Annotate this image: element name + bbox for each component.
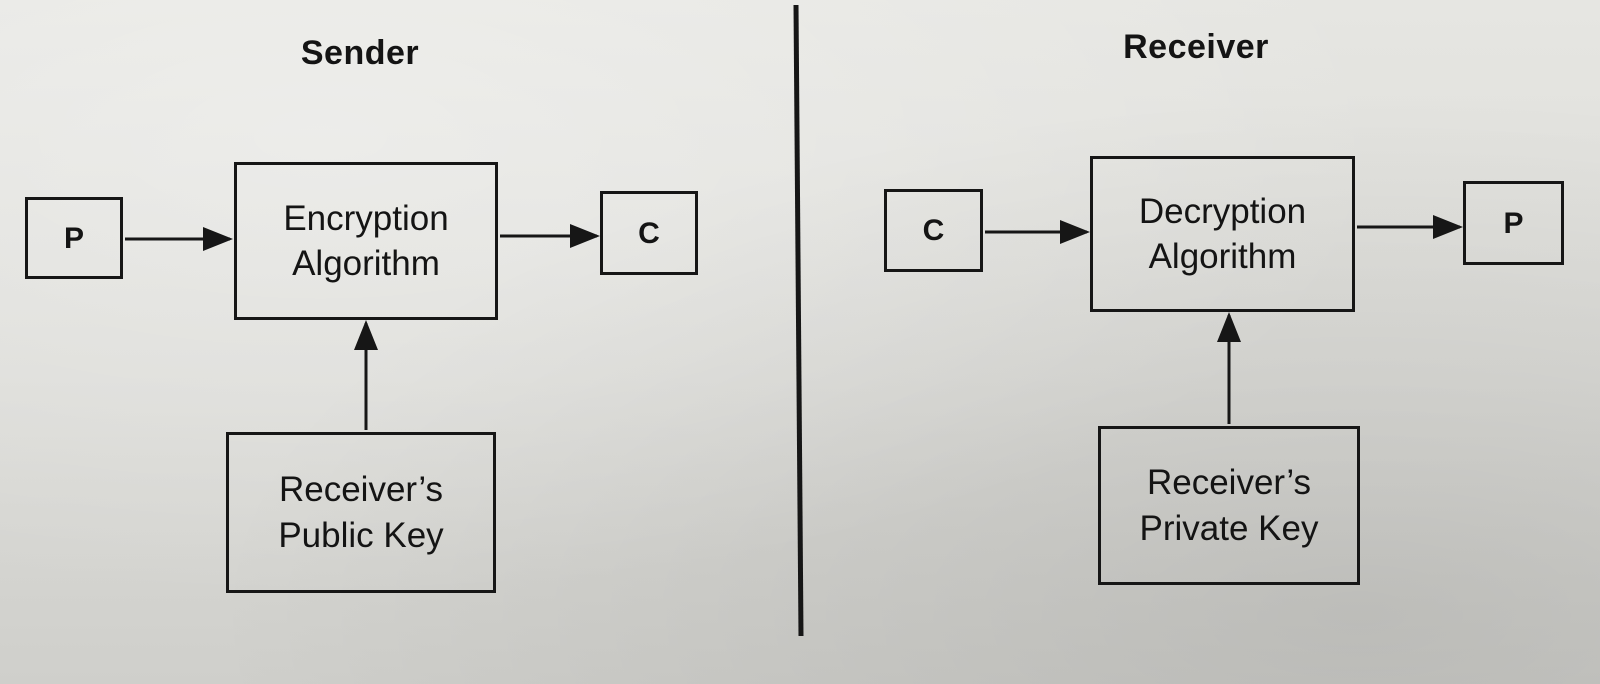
receiver-heading: Receiver — [1123, 28, 1269, 66]
sender-ciphertext-label: C — [638, 216, 660, 250]
sender-ciphertext-box: C — [600, 191, 698, 275]
private-key-box: Receiver’s Private Key — [1098, 426, 1360, 585]
decryption-algorithm-label: Decryption Algorithm — [1138, 191, 1307, 277]
encryption-algorithm-box: Encryption Algorithm — [234, 162, 498, 320]
encryption-algorithm-label: Encryption Algorithm — [283, 198, 449, 284]
private-key-label: Receiver’s Private Key — [1139, 463, 1319, 548]
decryption-algorithm-box: Decryption Algorithm — [1090, 156, 1355, 312]
sender-plaintext-box: P — [25, 197, 123, 279]
public-key-box: Receiver’s Public Key — [226, 432, 496, 593]
receiver-plaintext-label: P — [1503, 206, 1524, 240]
sender-plaintext-label: P — [63, 221, 84, 255]
receiver-ciphertext-label: C — [922, 214, 945, 247]
receiver-plaintext-box: P — [1463, 181, 1564, 265]
receiver-ciphertext-box: C — [884, 189, 983, 272]
center-divider-line — [793, 4, 804, 637]
public-key-label: Receiver’s Public Key — [278, 470, 444, 555]
sender-heading: Sender — [300, 34, 420, 72]
